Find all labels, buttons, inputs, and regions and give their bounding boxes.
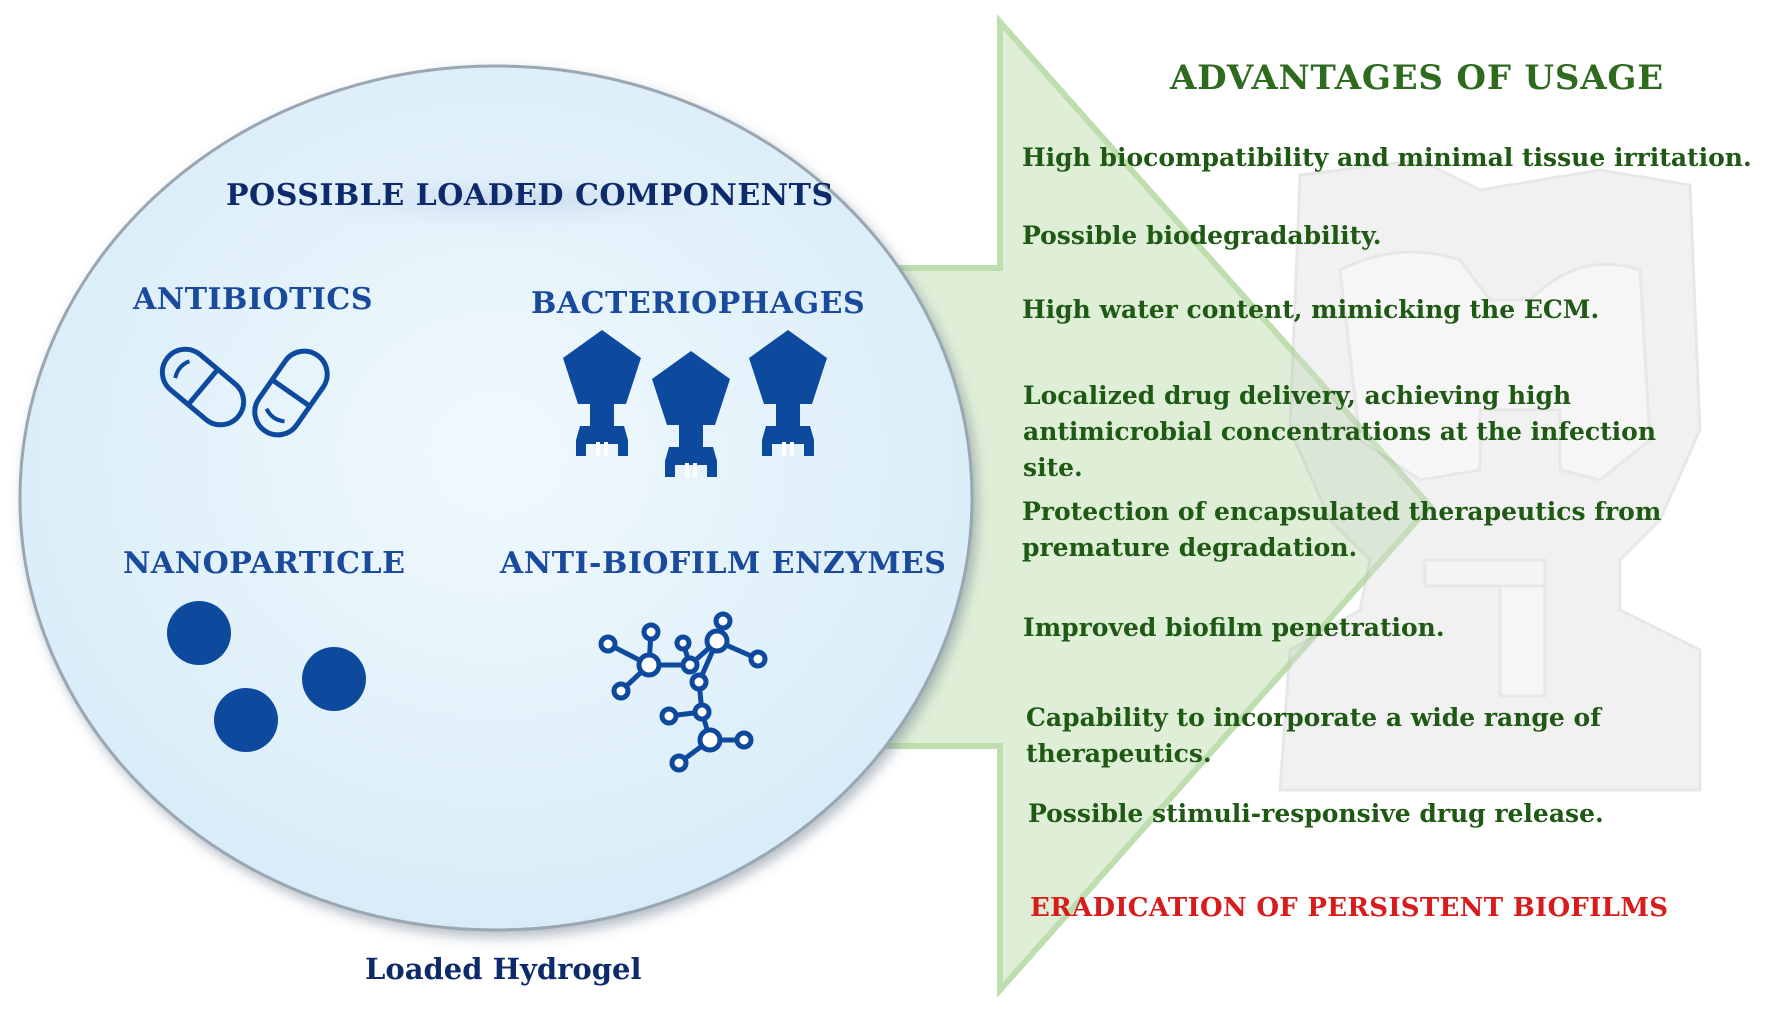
advantage-item: Improved biofilm penetration.	[1023, 613, 1445, 642]
nanoparticle-label: NANOPARTICLE	[123, 546, 406, 581]
components-title: POSSIBLE LOADED COMPONENTS	[226, 178, 834, 213]
nanoparticle-icon	[167, 601, 366, 752]
molecule-network-icon	[598, 611, 768, 773]
hydrogel-caption: Loaded Hydrogel	[365, 952, 642, 986]
advantage-item: High biocompatibility and minimal tissue…	[1022, 143, 1752, 172]
advantages-arrow	[877, 14, 1435, 998]
conclusion-text: ERADICATION OF PERSISTENT BIOFILMS	[1030, 893, 1669, 923]
capsule-icon	[159, 346, 330, 438]
knee-implant-image	[1278, 158, 1702, 792]
bacteriophage-icon	[563, 330, 827, 477]
anti-biofilm-enzymes-label: ANTI-BIOFILM ENZYMES	[500, 546, 947, 581]
advantage-item: Protection of encapsulated therapeutics …	[1022, 497, 1662, 562]
advantage-item: Capability to incorporate a wide range o…	[1026, 703, 1601, 768]
advantage-item: Localized drug delivery, achieving high …	[1023, 381, 1657, 482]
advantage-item: High water content, mimicking the ECM.	[1022, 295, 1600, 324]
bacteriophages-label: BACTERIOPHAGES	[531, 286, 866, 321]
advantage-item: Possible stimuli-responsive drug release…	[1028, 799, 1604, 828]
antibiotics-label: ANTIBIOTICS	[133, 282, 373, 317]
advantages-title: ADVANTAGES OF USAGE	[1170, 58, 1664, 98]
advantage-item: Possible biodegradability.	[1022, 221, 1382, 250]
